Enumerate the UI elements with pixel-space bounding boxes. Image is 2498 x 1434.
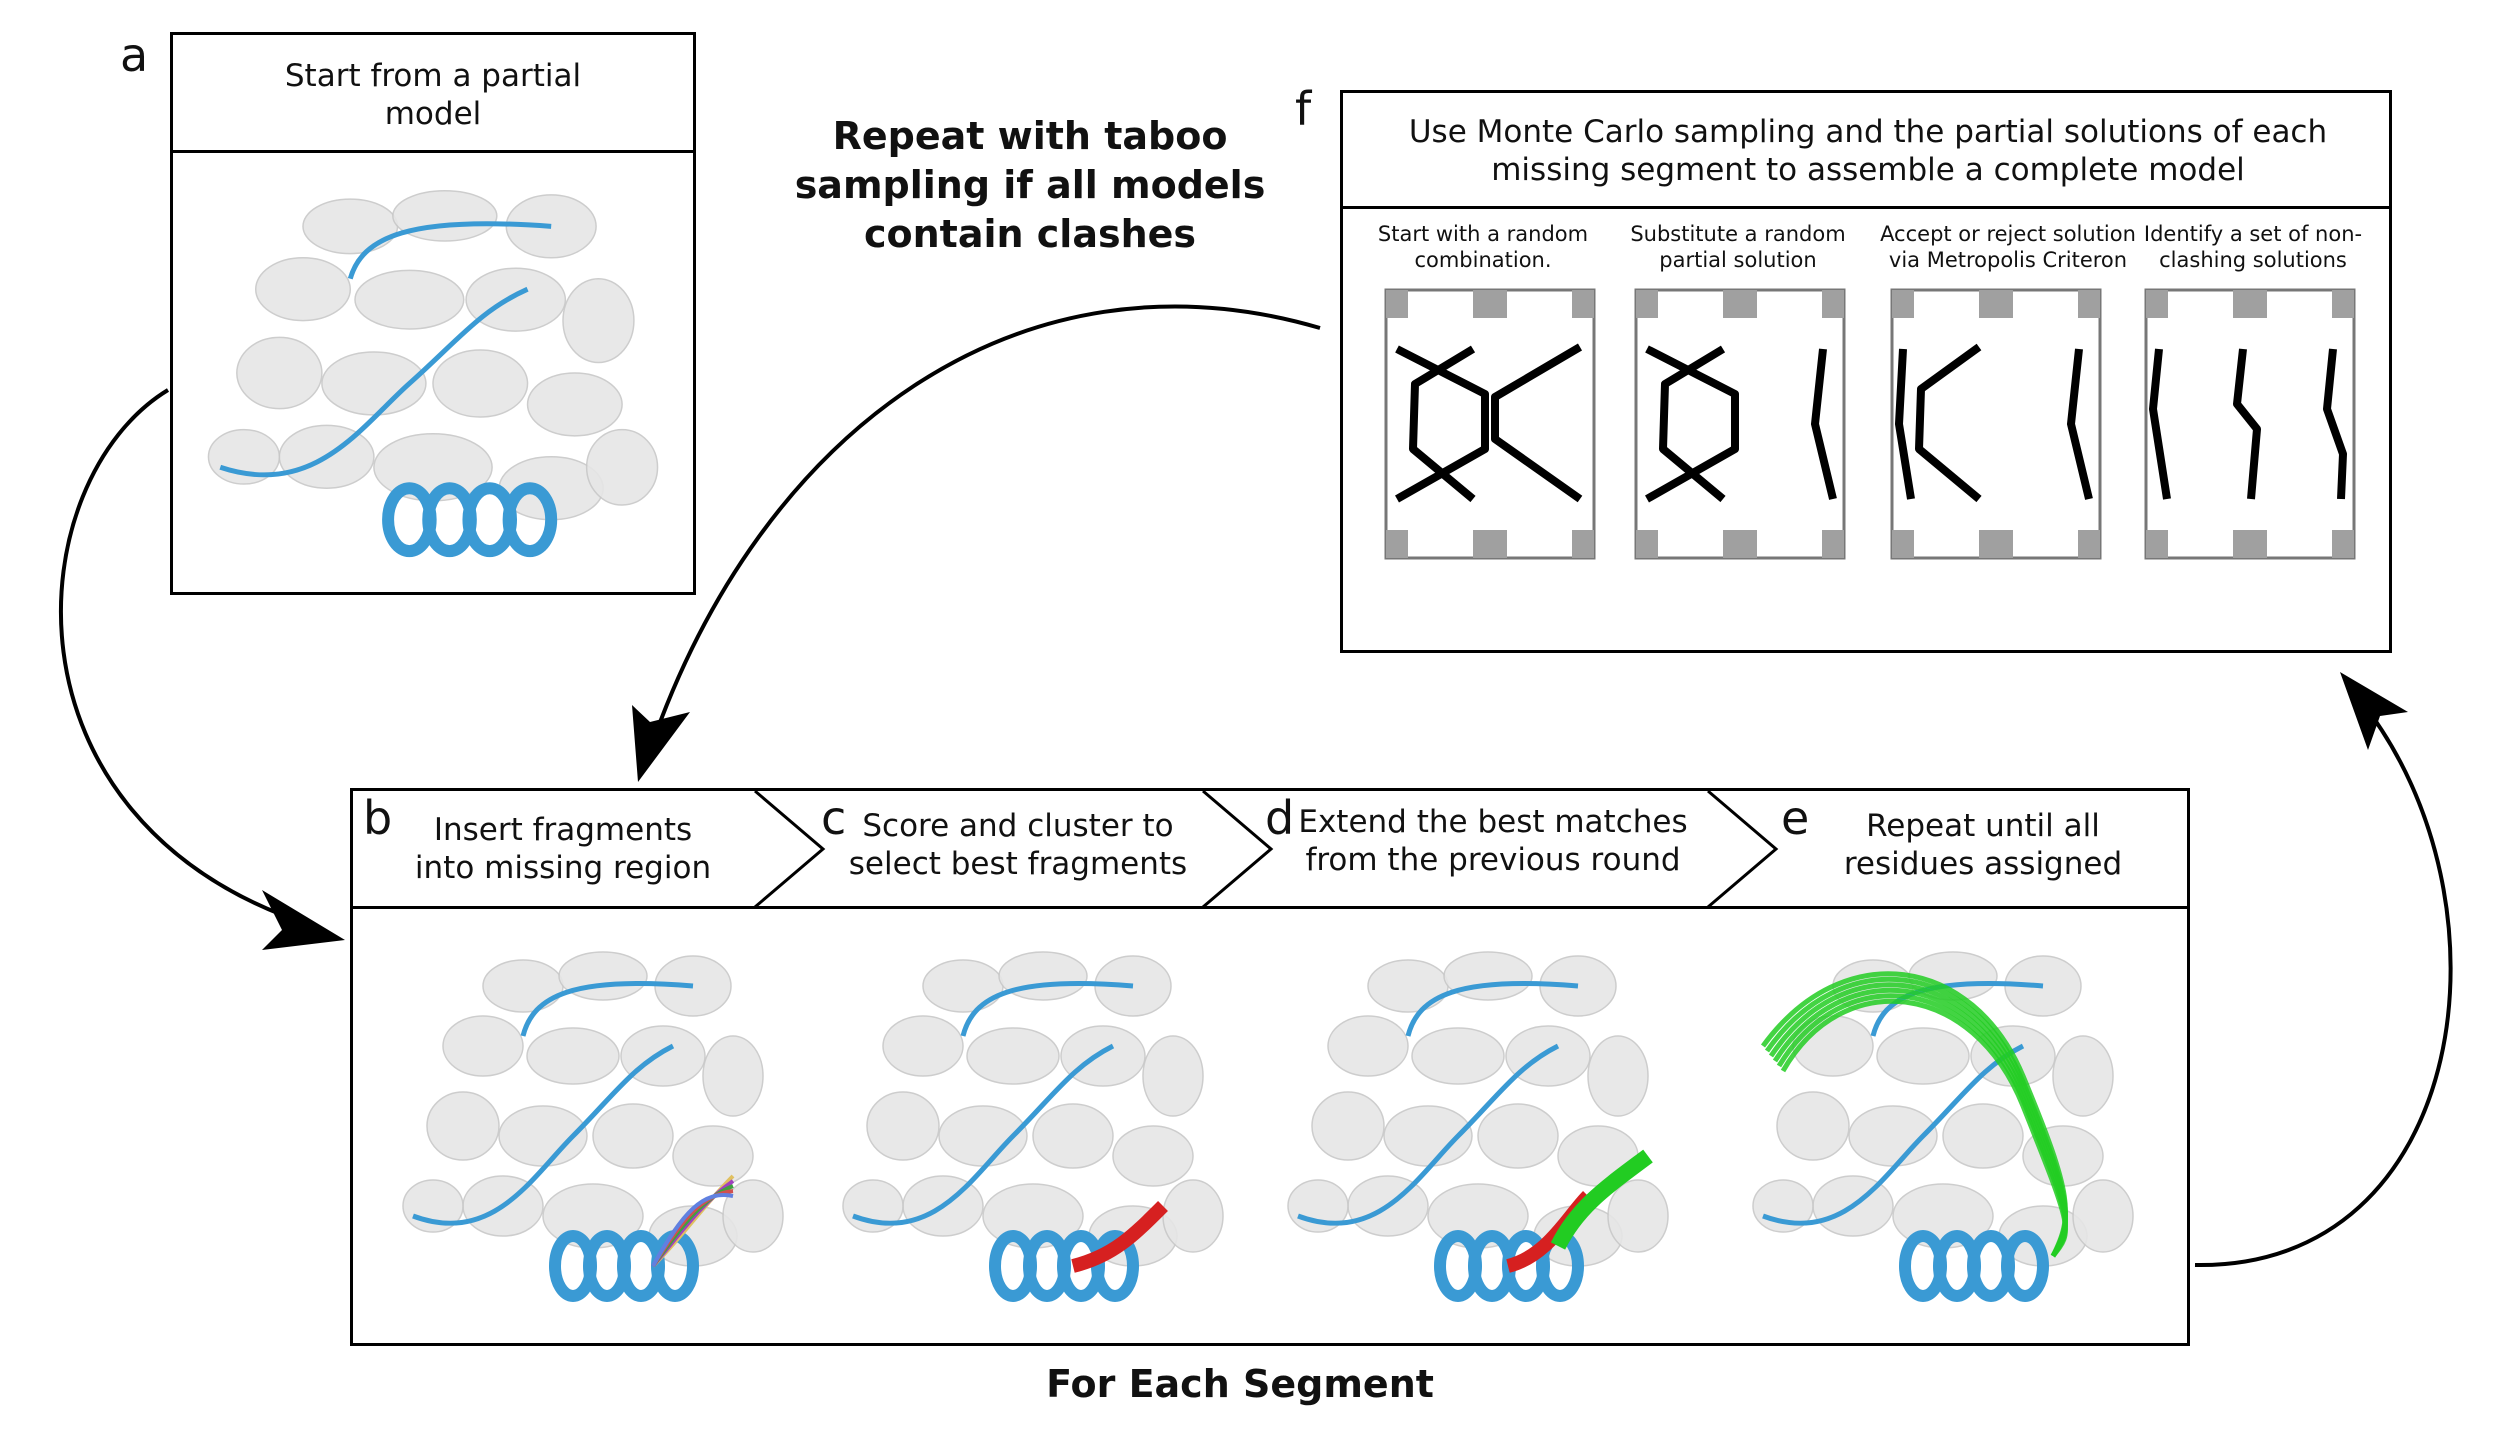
segment-header-chevrons [754,789,1779,909]
panel-f-caption: Use Monte Carlo sampling and the partial… [1408,114,2328,188]
panel-b-letter: b [363,791,393,845]
panel-d-caption: Extend the best matches from the previou… [1298,804,1688,878]
panel-e-caption: Repeat until all residues assigned [1843,808,2123,882]
arrow-f-to-b-head [632,705,690,782]
panel-d-letter: d [1265,791,1295,845]
segment-panel: b Insert fragments into missing region c… [350,788,2190,1346]
panel-a-caption: Start from a partial model [284,58,582,132]
arrow-f-to-b [648,304,1321,751]
arrow-a-to-b-head [262,890,345,950]
panel-a-protein [207,189,659,558]
panel-c-caption: Score and cluster to select best fragmen… [848,808,1188,882]
panel-e-protein [1752,951,2134,1302]
panel-d-protein [1287,951,1669,1302]
panel-b-caption: Insert fragments into missing region [414,812,712,886]
panel-b-protein [402,951,784,1302]
footer-label: For Each Segment [1046,1362,1434,1406]
panel-f-divider [1343,206,2389,209]
f-step-3-label: Accept or reject solution via Metropolis… [1880,222,2136,272]
arrow-e-to-f-head [2340,672,2408,750]
panel-c-letter: c [821,791,847,845]
f-step-1-diagram [1384,288,1596,560]
segment-header-divider [353,906,2187,909]
panel-a: Start from a partial model [170,32,696,595]
panel-a-letter: a [120,28,149,82]
arrow-e-to-f [2194,698,2453,1268]
panel-a-divider [173,150,693,153]
repeat-note: Repeat with taboo sampling if all models… [794,114,1266,256]
panel-f: Use Monte Carlo sampling and the partial… [1340,90,2392,653]
f-step-4-diagram [2144,288,2356,560]
f-step-2-diagram [1634,288,1846,560]
panel-c-protein [842,951,1224,1302]
f-step-4-label: Identify a set of non-clashing solutions [2143,222,2363,272]
f-step-2-label: Substitute a random partial solution [1630,222,1846,272]
f-step-3-diagram [1890,288,2102,560]
panel-e-letter: e [1781,791,1810,845]
panel-f-letter: f [1295,82,1312,136]
f-step-1-label: Start with a random combination. [1377,222,1589,272]
